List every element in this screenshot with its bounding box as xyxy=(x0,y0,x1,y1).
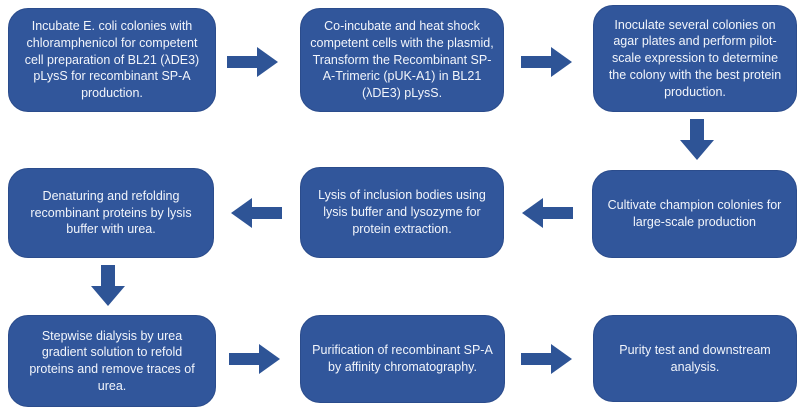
flow-step-4-large-scale-production: Cultivate champion colonies for large-sc… xyxy=(592,170,797,258)
right-arrow-icon-step7-to-step8 xyxy=(229,343,281,375)
down-arrow-icon-step6-to-step7 xyxy=(90,265,126,307)
right-arrow-icon-step2-to-step3 xyxy=(521,46,573,78)
flow-step-label: Lysis of inclusion bodies using lysis bu… xyxy=(318,188,486,236)
flow-step-5-lysis-inclusion-bodies: Lysis of inclusion bodies using lysis bu… xyxy=(300,167,504,258)
flow-step-3-pilot-scale-expression: Inoculate several colonies on agar plate… xyxy=(593,5,797,112)
left-arrow-icon-step5-to-step6 xyxy=(230,197,282,229)
flow-step-6-denature-refold: Denaturing and refolding recombinant pro… xyxy=(8,168,214,258)
flow-step-9-purity-test: Purity test and downstream analysis. xyxy=(593,315,797,402)
flow-step-label: Co-incubate and heat shock competent cel… xyxy=(310,19,494,101)
down-arrow-icon-step3-to-step4 xyxy=(679,119,715,161)
right-arrow-icon-step1-to-step2 xyxy=(227,46,279,78)
flow-step-label: Stepwise dialysis by urea gradient solut… xyxy=(29,328,195,393)
flow-step-8-affinity-purification: Purification of recombinant SP-A by affi… xyxy=(300,315,505,403)
flow-step-7-stepwise-dialysis: Stepwise dialysis by urea gradient solut… xyxy=(8,315,216,407)
left-arrow-icon-step4-to-step5 xyxy=(521,197,573,229)
right-arrow-icon-step8-to-step9 xyxy=(521,343,573,375)
flow-step-1-competent-cell-prep: Incubate E. coli colonies with chloramph… xyxy=(8,8,216,112)
flow-step-2-heat-shock-transform: Co-incubate and heat shock competent cel… xyxy=(300,8,504,112)
flow-step-label: Cultivate champion colonies for large-sc… xyxy=(607,198,782,229)
flow-step-label: Incubate E. coli colonies with chloramph… xyxy=(24,19,200,101)
flow-step-label: Denaturing and refolding recombinant pro… xyxy=(30,188,192,237)
flow-step-label: Purification of recombinant SP-A by affi… xyxy=(312,343,493,374)
flow-step-label: Inoculate several colonies on agar plate… xyxy=(608,17,782,99)
flow-step-label: Purity test and downstream analysis. xyxy=(619,342,771,374)
